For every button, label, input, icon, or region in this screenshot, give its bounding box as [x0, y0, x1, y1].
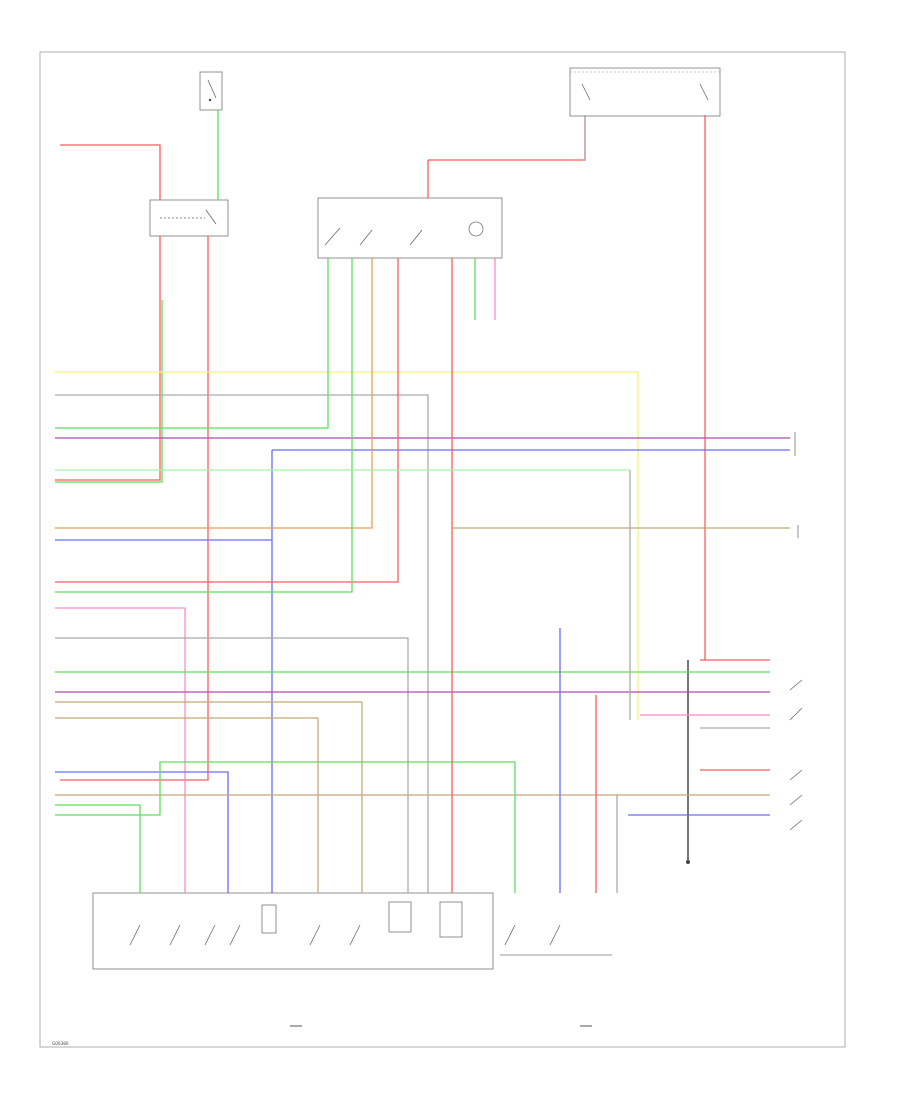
wire-green-29 [55, 761, 516, 893]
wire-gray-21 [55, 637, 409, 893]
wire-layer [55, 110, 790, 893]
wire-pink-20 [55, 607, 186, 893]
wire-red-2 [55, 236, 161, 481]
wire-yellow-9 [55, 371, 639, 720]
wire-red-5 [428, 115, 586, 161]
wire-red-3 [60, 236, 209, 781]
relay-left [149, 199, 229, 237]
wire-green-19 [55, 258, 353, 593]
wire-green-11 [55, 258, 329, 429]
wire-tan-24 [55, 701, 363, 893]
wire-orange-16 [55, 258, 373, 529]
wire-tan-25 [55, 717, 319, 893]
control-module-top [317, 197, 503, 259]
wire-red-0 [60, 144, 161, 200]
right-connectors [794, 432, 799, 538]
wire-green-28 [55, 804, 141, 893]
wire-blue-26 [55, 771, 229, 893]
fuse-box-top-right [569, 67, 721, 117]
wire-red-18 [55, 258, 399, 583]
wire-green-4 [55, 300, 163, 483]
right-switch-group [686, 660, 803, 864]
fuse-box-top-left [199, 71, 223, 111]
diagram-frame [39, 51, 846, 1048]
bottom-component-box [92, 892, 612, 970]
footer-code: G00380 [52, 1041, 69, 1046]
wire-gray-10 [55, 394, 429, 893]
